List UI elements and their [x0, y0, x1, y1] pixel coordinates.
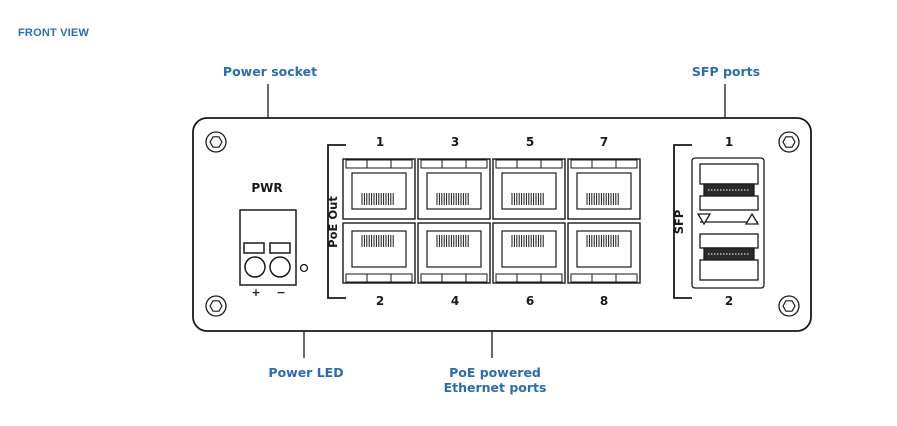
poe-out-label: PoE Out [326, 196, 340, 248]
poe-ports-callout-line1: PoE powered [449, 365, 541, 380]
sfp-number-2: 2 [725, 294, 733, 308]
screw-icon [778, 131, 800, 153]
port-contacts [436, 235, 469, 247]
ethernet-port [342, 158, 416, 220]
ethernet-port-grid [342, 158, 641, 284]
screw-icon [205, 295, 227, 317]
ethernet-port [567, 158, 641, 220]
power-socket [239, 209, 297, 286]
port-contacts [511, 193, 544, 205]
port-contacts [511, 235, 544, 247]
poe-ports-callout-line2: Ethernet ports [443, 380, 547, 395]
port-contacts [586, 193, 619, 205]
sfp-cage [691, 157, 765, 289]
minus-label: − [276, 286, 285, 299]
pwr-label: PWR [251, 181, 282, 195]
port-number-2: 2 [376, 294, 384, 308]
power-socket-callout: Power socket [222, 64, 318, 79]
sfp-bracket [673, 144, 692, 299]
port-number-3: 3 [451, 135, 459, 149]
port-number-6: 6 [526, 294, 534, 308]
screw-icon [778, 295, 800, 317]
screw-icon [205, 131, 227, 153]
port-contacts [586, 235, 619, 247]
triangle-down-icon [696, 213, 712, 226]
sfp-number-1: 1 [725, 135, 733, 149]
power-led [299, 263, 309, 273]
port-contacts [436, 193, 469, 205]
power-led-callout: Power LED [268, 365, 344, 380]
port-contacts [361, 193, 394, 205]
ethernet-port [342, 222, 416, 284]
port-number-5: 5 [526, 135, 534, 149]
port-number-1: 1 [376, 135, 384, 149]
triangle-up-icon [744, 212, 760, 225]
ethernet-port [567, 222, 641, 284]
port-number-4: 4 [451, 294, 459, 308]
ethernet-port [417, 158, 491, 220]
ethernet-port [492, 158, 566, 220]
sfp-contacts [708, 189, 750, 255]
plus-label: + [251, 286, 260, 299]
sfp-ports-callout: SFP ports [691, 64, 761, 79]
ethernet-port [417, 222, 491, 284]
ethernet-port [492, 222, 566, 284]
sfp-label: SFP [672, 210, 686, 235]
poe-bracket [327, 144, 346, 299]
port-number-8: 8 [600, 294, 608, 308]
port-contacts [361, 235, 394, 247]
section-title: FRONT VIEW [18, 27, 90, 39]
port-number-7: 7 [600, 135, 608, 149]
